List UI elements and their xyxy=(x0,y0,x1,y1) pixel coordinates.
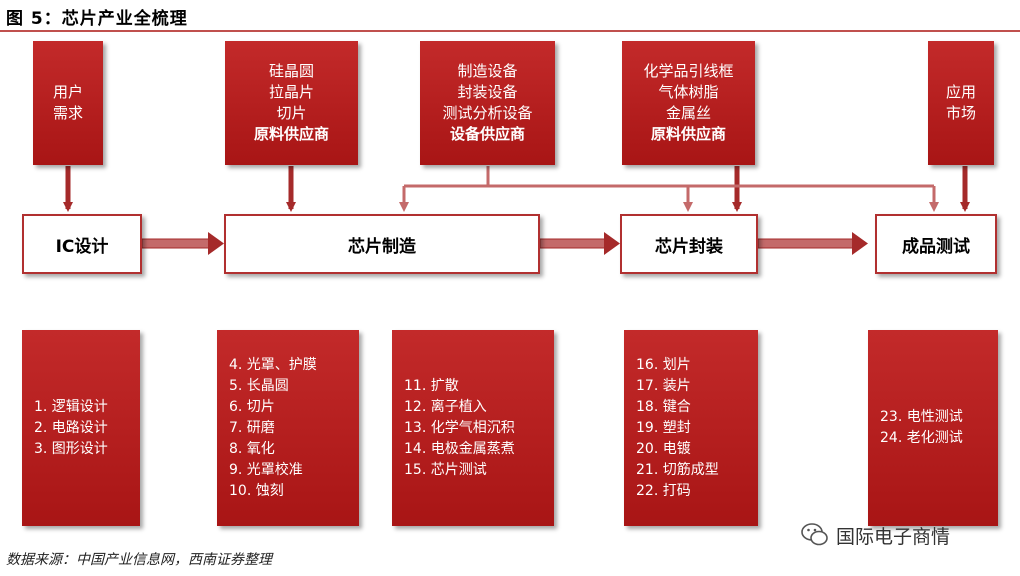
arrow-package-to-test xyxy=(852,232,868,255)
list-item: 15. 芯片测试 xyxy=(404,461,487,478)
supplier-line: 金属丝 xyxy=(665,104,711,122)
list-item: 6. 切片 xyxy=(229,398,275,415)
list-item: 21. 切筋成型 xyxy=(636,461,719,478)
list-item: 9. 光罩校准 xyxy=(229,461,303,478)
arrow-manufacture-to-package xyxy=(604,232,620,255)
list-item: 1. 逻辑设计 xyxy=(34,398,108,415)
list-item: 10. 蚀刻 xyxy=(229,482,284,499)
supplier-application-market: 应用 市场 xyxy=(928,41,994,165)
arrow-design-to-manufacture xyxy=(208,232,224,255)
process-list-fabrication: 11. 扩散 12. 离子植入 13. 化学气相沉积 14. 电极金属蒸煮 15… xyxy=(392,330,554,526)
supplier-line: 气体树脂 xyxy=(658,83,719,101)
list-item: 19. 塑封 xyxy=(636,419,691,436)
process-list-wafer: 4. 光罩、护膜 5. 长晶圆 6. 切片 7. 研磨 8. 氧化 9. 光罩校… xyxy=(217,330,359,526)
list-item: 13. 化学气相沉积 xyxy=(404,419,515,436)
supplier-line: 化学品引线框 xyxy=(643,62,734,80)
supplier-user-demand: 用户 需求 xyxy=(33,41,103,165)
supplier-line: 硅晶圆 xyxy=(268,62,314,80)
list-item: 12. 离子植入 xyxy=(404,398,487,415)
list-item: 22. 打码 xyxy=(636,482,691,499)
list-item: 18. 键合 xyxy=(636,398,691,415)
watermark: 国际电子商情 xyxy=(800,520,950,550)
list-item: 8. 氧化 xyxy=(229,440,275,457)
supplier-raw-material-1: 硅晶圆 拉晶片 切片 原料供应商 xyxy=(225,41,358,165)
list-item: 20. 电镀 xyxy=(636,440,691,457)
watermark-text: 国际电子商情 xyxy=(836,525,951,548)
stage-ic-design: IC设计 xyxy=(22,214,142,274)
supplier-line: 切片 xyxy=(276,104,307,122)
title-rule xyxy=(0,30,1020,32)
list-item: 17. 装片 xyxy=(636,377,691,394)
supplier-line: 封装设备 xyxy=(457,83,518,101)
supplier-line: 需求 xyxy=(52,104,83,122)
stage-final-testing: 成品测试 xyxy=(875,214,997,274)
stage-chip-packaging: 芯片封装 xyxy=(620,214,758,274)
list-item: 3. 图形设计 xyxy=(34,440,108,457)
supplier-line: 市场 xyxy=(945,104,976,122)
list-item: 7. 研磨 xyxy=(229,419,275,436)
process-list-testing: 23. 电性测试 24. 老化测试 xyxy=(868,330,998,526)
supplier-type: 原料供应商 xyxy=(650,125,726,143)
process-list-design: 1. 逻辑设计 2. 电路设计 3. 图形设计 xyxy=(22,330,140,526)
supplier-type: 原料供应商 xyxy=(253,125,329,143)
supplier-line: 拉晶片 xyxy=(268,83,314,101)
arrow-equipment-distribution xyxy=(404,166,490,188)
supplier-equipment: 制造设备 封装设备 测试分析设备 设备供应商 xyxy=(420,41,555,165)
list-item: 11. 扩散 xyxy=(404,377,459,394)
list-item: 4. 光罩、护膜 xyxy=(229,356,317,373)
supplier-line: 用户 xyxy=(52,83,83,101)
supplier-line: 应用 xyxy=(945,83,976,101)
supplier-raw-material-2: 化学品引线框 气体树脂 金属丝 原料供应商 xyxy=(622,41,755,165)
list-item: 5. 长晶圆 xyxy=(229,377,289,394)
list-item: 16. 划片 xyxy=(636,356,691,373)
wechat-icon xyxy=(801,523,828,546)
list-item: 2. 电路设计 xyxy=(34,419,108,436)
list-item: 24. 老化测试 xyxy=(880,430,963,446)
supplier-type: 设备供应商 xyxy=(449,125,525,143)
source-note: 数据来源：中国产业信息网，西南证券整理 xyxy=(6,552,272,568)
supplier-line: 制造设备 xyxy=(457,62,518,80)
list-item: 14. 电极金属蒸煮 xyxy=(404,440,515,457)
process-list-packaging: 16. 划片 17. 装片 18. 键合 19. 塑封 20. 电镀 21. 切… xyxy=(624,330,758,526)
list-item: 23. 电性测试 xyxy=(880,409,963,425)
figure-title: 图 5：芯片产业全梳理 xyxy=(6,9,188,29)
supplier-line: 测试分析设备 xyxy=(442,104,533,122)
stage-chip-manufacturing: 芯片制造 xyxy=(224,214,540,274)
